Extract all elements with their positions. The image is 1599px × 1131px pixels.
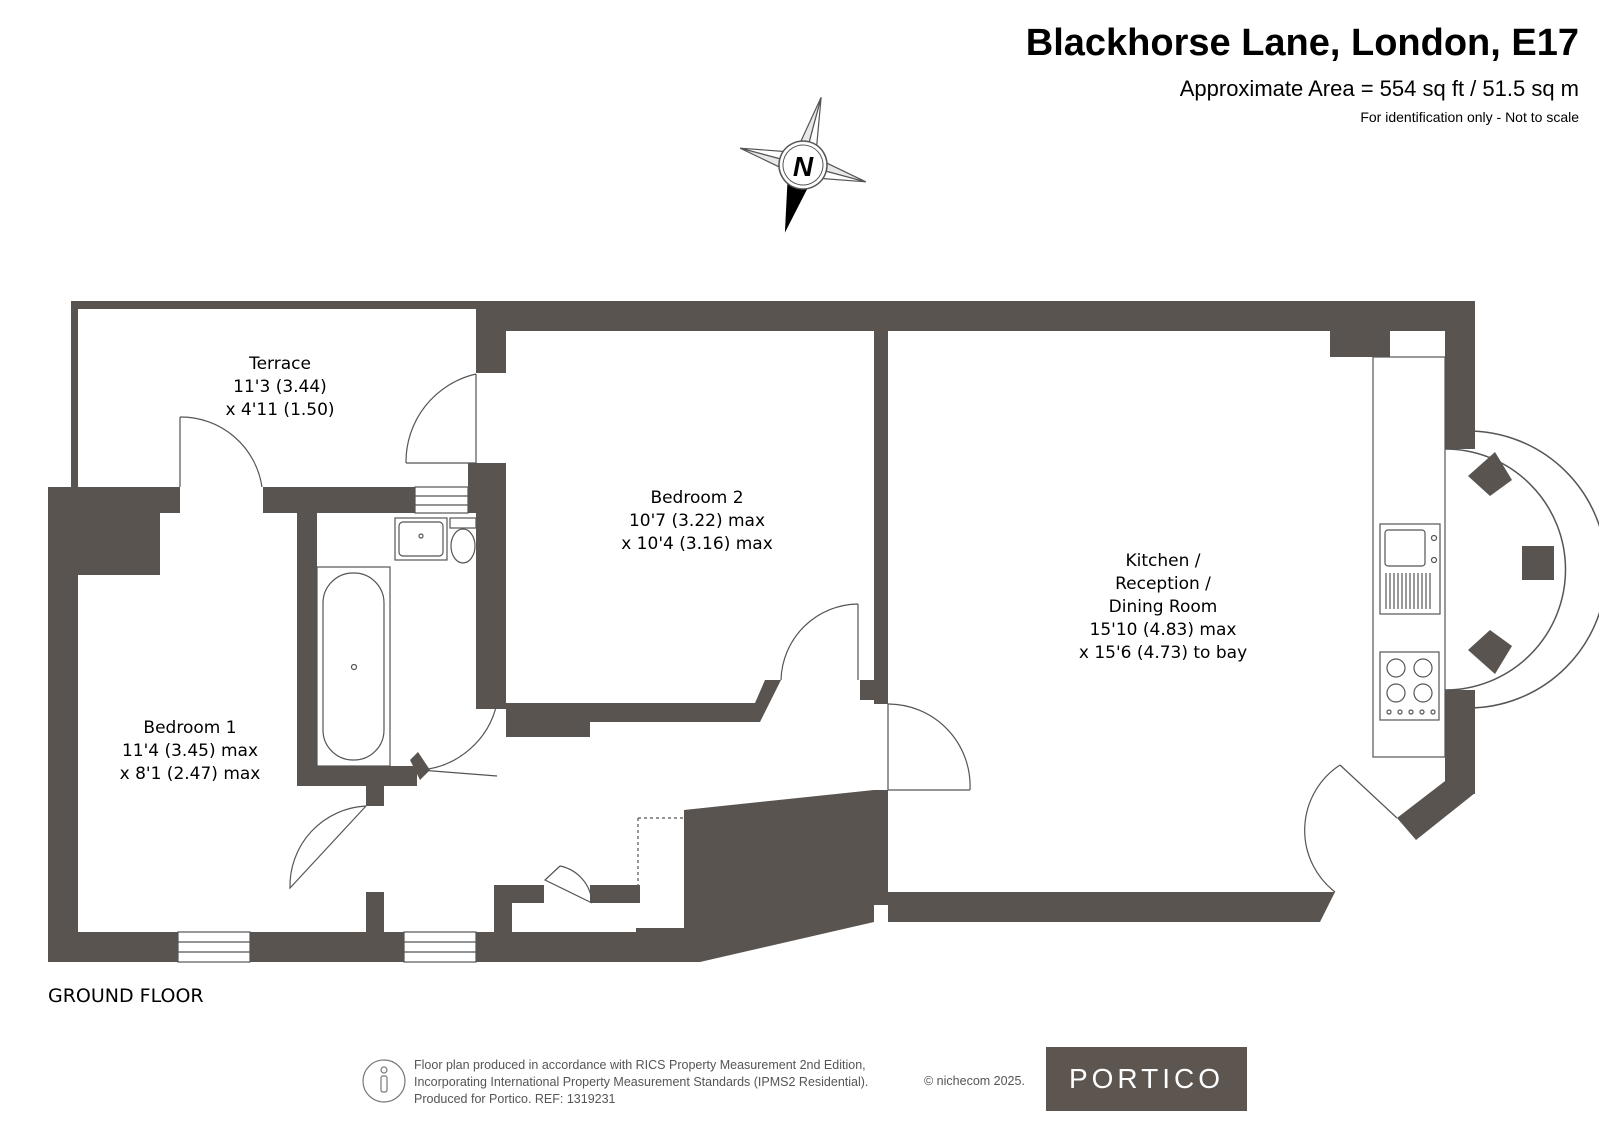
room-label-bedroom-2: Bedroom 2 10'7 (3.22) max x 10'4 (3.16) … bbox=[621, 488, 773, 554]
wall-bath-bottom bbox=[297, 766, 417, 786]
wall-bath-right bbox=[486, 513, 506, 709]
floor-label: GROUND FLOOR bbox=[48, 985, 204, 1007]
room-label-terrace: Terrace 11'3 (3.44) x 4'11 (1.50) bbox=[225, 354, 335, 420]
bay-window-outer bbox=[1467, 430, 1599, 709]
wall-kitchen-bottom bbox=[888, 892, 1335, 922]
wall-bed2-bottom bbox=[506, 680, 781, 737]
approximate-area: Approximate Area = 554 sq ft / 51.5 sq m bbox=[1179, 76, 1579, 101]
drainer bbox=[1385, 573, 1431, 609]
hob bbox=[1379, 651, 1440, 721]
wall-bed2-top-left bbox=[476, 301, 506, 373]
wc-bowl bbox=[450, 528, 476, 564]
wall-door-post bbox=[860, 680, 888, 700]
door-bed1 bbox=[289, 805, 367, 890]
wall-bed1-left bbox=[48, 487, 180, 962]
wall-cupboard-left bbox=[494, 885, 512, 962]
basin bbox=[394, 517, 448, 561]
footer-text: Floor plan produced in accordance with R… bbox=[414, 1058, 869, 1106]
walls bbox=[48, 301, 1554, 962]
room-label-bedroom-1: Bedroom 1 11'4 (3.45) max x 8'1 (2.47) m… bbox=[119, 718, 261, 784]
door-cupboard bbox=[543, 865, 593, 904]
bay-block-1 bbox=[1468, 452, 1512, 496]
bath-drain bbox=[350, 663, 358, 671]
door-kitchen-external bbox=[1304, 764, 1398, 893]
bath-outline bbox=[316, 566, 391, 767]
room-label-kitchen: Kitchen / Reception / Dining Room 15'10 … bbox=[1078, 551, 1248, 663]
compass-icon bbox=[739, 97, 867, 233]
wall-terrace-left bbox=[71, 301, 78, 487]
door-bath bbox=[419, 702, 498, 777]
wc-cistern bbox=[449, 517, 477, 529]
window-bed1 bbox=[177, 931, 251, 963]
wall-bath-corner bbox=[468, 463, 506, 513]
person-info-icon bbox=[362, 1059, 406, 1103]
stairs-block bbox=[636, 790, 874, 962]
kitchen-sink bbox=[1384, 529, 1426, 567]
wall-chimney bbox=[1330, 331, 1390, 357]
bay-window-inner bbox=[1444, 448, 1567, 691]
bath-tub bbox=[322, 572, 385, 761]
door-bed1-terrace bbox=[179, 416, 263, 488]
window-bath bbox=[414, 486, 469, 514]
door-bed2 bbox=[780, 603, 859, 681]
window-hall bbox=[403, 931, 477, 963]
bay-block-3 bbox=[1468, 630, 1512, 674]
door-bed2-terrace bbox=[405, 373, 477, 464]
bay-block-2 bbox=[1522, 546, 1554, 580]
kitchen-sink-unit bbox=[1379, 523, 1441, 615]
wall-bottom-left bbox=[48, 932, 178, 962]
portico-logo: PORTICO bbox=[1046, 1047, 1247, 1111]
property-title: Blackhorse Lane, London, E17 bbox=[1025, 22, 1579, 64]
wall-right-top bbox=[1445, 301, 1475, 449]
wall-kitchen-left-lower bbox=[874, 790, 888, 905]
copyright: © nichecom 2025. bbox=[924, 1074, 1025, 1088]
wall-hall-post bbox=[366, 892, 384, 962]
wall-bath-left bbox=[297, 487, 317, 786]
door-kitchen bbox=[887, 703, 971, 791]
wall-top bbox=[476, 301, 1475, 331]
compass-label: N bbox=[793, 151, 814, 182]
wall-terrace-bottom-left bbox=[263, 487, 415, 513]
outlines bbox=[177, 356, 1599, 963]
kitchen-counter bbox=[1372, 356, 1446, 758]
wall-cupboard-top bbox=[590, 885, 640, 903]
identification-note: For identification only - Not to scale bbox=[1360, 109, 1579, 125]
wall-bed2-right bbox=[874, 301, 888, 699]
stairs-outline bbox=[637, 817, 684, 885]
wall-bay-diagonal bbox=[1397, 758, 1475, 840]
